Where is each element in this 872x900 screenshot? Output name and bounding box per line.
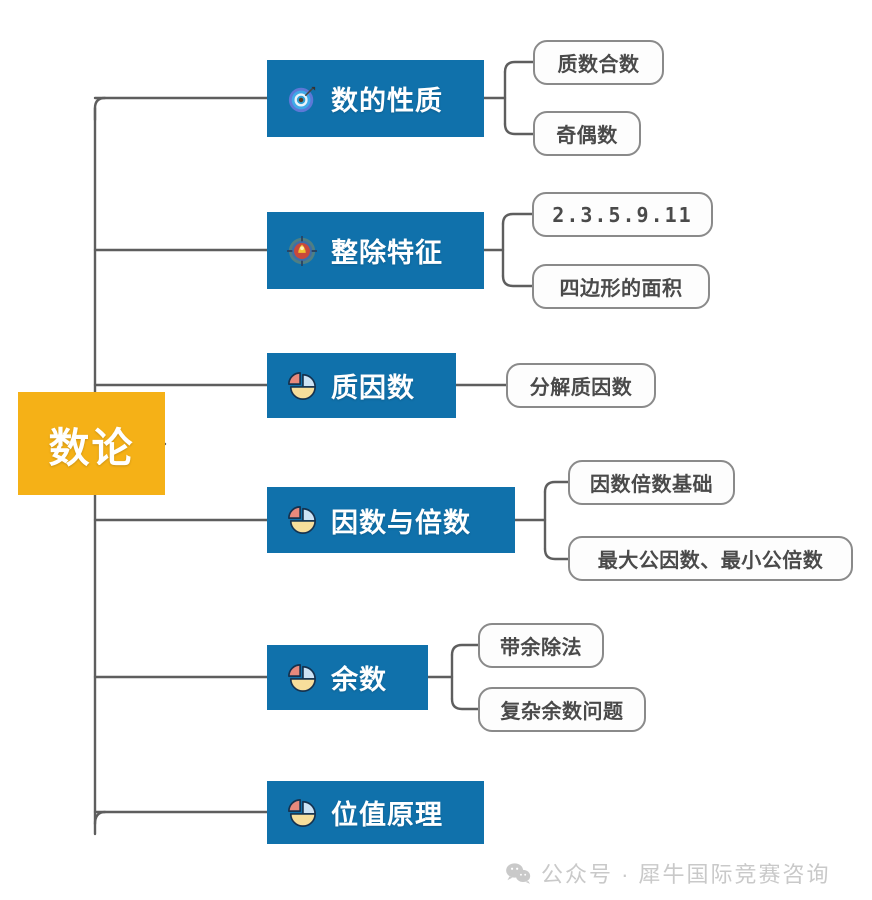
root-node-number-theory[interactable]: 数论 [18, 392, 165, 495]
branch-node-remainder[interactable]: 余数 [267, 645, 428, 710]
branch-node-number-properties[interactable]: 数的性质 [267, 60, 484, 137]
root-node-label: 数论 [48, 424, 135, 471]
leaf-node-label: 最大公因数、最小公倍数 [597, 550, 824, 572]
leaf-node-divisibility-numbers[interactable]: 2.3.5.9.11 [532, 192, 713, 237]
leaf-node-label: 因数倍数基础 [590, 474, 713, 496]
leaf-node-label: 分解质因数 [529, 377, 633, 399]
leaf-node-label: 复杂余数问题 [500, 701, 624, 723]
branch-node-label: 质因数 [331, 373, 415, 403]
leaf-node-label: 2.3.5.9.11 [552, 202, 693, 227]
leaf-node-factors-multiples-basics[interactable]: 因数倍数基础 [568, 460, 735, 505]
pie-chart-icon [288, 663, 316, 692]
branch-node-factors-multiples[interactable]: 因数与倍数 [267, 487, 515, 553]
leaf-node-complex-remainder-problems[interactable]: 复杂余数问题 [478, 687, 646, 732]
branch-node-place-value-principle[interactable]: 位值原理 [267, 781, 484, 844]
leaf-node-label: 质数合数 [557, 54, 640, 76]
branch-node-label: 余数 [331, 665, 387, 695]
leaf-node-division-with-remainder[interactable]: 带余除法 [478, 623, 604, 668]
leaf-node-gcd-lcm[interactable]: 最大公因数、最小公倍数 [568, 536, 853, 581]
pie-chart-icon [288, 506, 316, 534]
compass-icon [287, 235, 317, 266]
footer-watermark-text: 公众号 · 犀牛国际竞赛咨询 [541, 862, 831, 887]
leaf-node-label: 奇偶数 [556, 125, 618, 147]
pie-chart-icon [288, 798, 316, 827]
branch-node-label: 整除特征 [331, 238, 443, 268]
branch-node-label: 因数与倍数 [331, 507, 471, 538]
branch-node-prime-factor[interactable]: 质因数 [267, 353, 456, 418]
target-icon [288, 86, 316, 112]
branch-node-divisibility-rules[interactable]: 整除特征 [267, 212, 484, 289]
leaf-node-quadrilateral-area[interactable]: 四边形的面积 [532, 264, 710, 309]
pie-chart-icon [288, 371, 316, 400]
wechat-icon [506, 863, 531, 884]
branch-node-label: 数的性质 [331, 86, 443, 116]
branch-node-label: 位值原理 [331, 800, 443, 830]
leaf-node-prime-composite[interactable]: 质数合数 [533, 40, 664, 85]
leaf-node-label: 四边形的面积 [559, 278, 683, 300]
leaf-node-prime-factorization[interactable]: 分解质因数 [506, 363, 656, 408]
leaf-node-label: 带余除法 [500, 637, 582, 659]
footer-watermark: 公众号 · 犀牛国际竞赛咨询 [505, 857, 831, 889]
leaf-node-odd-even[interactable]: 奇偶数 [533, 111, 641, 156]
